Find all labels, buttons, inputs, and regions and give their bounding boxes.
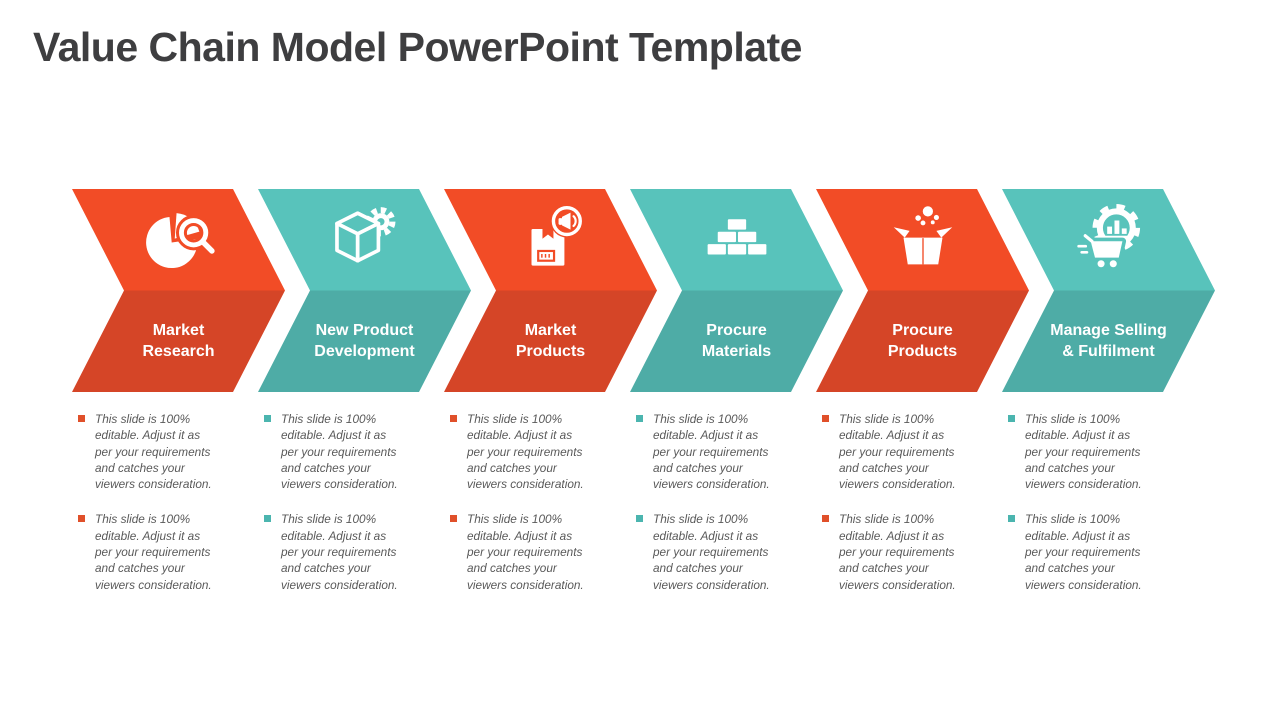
- step-label: Market Research: [142, 321, 215, 361]
- note-item: This slide is 100% editable. Adjust it a…: [264, 511, 432, 592]
- note-item: This slide is 100% editable. Adjust it a…: [822, 411, 990, 492]
- chevron-procure-materials: Procure Materials: [630, 189, 843, 392]
- note-text: This slide is 100% editable. Adjust it a…: [467, 412, 584, 492]
- step-label: Procure Materials: [701, 321, 772, 361]
- bricks-icon: [630, 199, 843, 281]
- note-text: This slide is 100% editable. Adjust it a…: [839, 512, 956, 592]
- notes-column-new-product-development: This slide is 100% editable. Adjust it a…: [264, 411, 432, 612]
- note-text: This slide is 100% editable. Adjust it a…: [281, 512, 398, 592]
- note-text: This slide is 100% editable. Adjust it a…: [281, 412, 398, 492]
- note-item: This slide is 100% editable. Adjust it a…: [78, 511, 246, 592]
- gear-chart-cart-icon: [1002, 199, 1215, 281]
- bullet-square-icon: [636, 415, 643, 422]
- note-item: This slide is 100% editable. Adjust it a…: [1008, 411, 1176, 492]
- step-label: Procure Products: [887, 321, 958, 361]
- notes-column-procure-products: This slide is 100% editable. Adjust it a…: [822, 411, 990, 612]
- bullet-square-icon: [264, 415, 271, 422]
- package-megaphone-icon: [444, 199, 657, 281]
- pie-chart-search-icon: [72, 199, 285, 281]
- step-label: New Product Development: [314, 321, 415, 361]
- chevron-procure-products: Procure Products: [816, 189, 1029, 392]
- note-item: This slide is 100% editable. Adjust it a…: [1008, 511, 1176, 592]
- note-text: This slide is 100% editable. Adjust it a…: [1025, 512, 1142, 592]
- notes-column-market-products: This slide is 100% editable. Adjust it a…: [450, 411, 618, 612]
- step-label: Market Products: [515, 321, 586, 361]
- bullet-square-icon: [636, 515, 643, 523]
- bullet-square-icon: [1008, 415, 1015, 422]
- bullet-square-icon: [78, 415, 85, 422]
- bullet-square-icon: [822, 515, 829, 523]
- notes-column-procure-materials: This slide is 100% editable. Adjust it a…: [636, 411, 804, 612]
- note-text: This slide is 100% editable. Adjust it a…: [467, 512, 584, 592]
- cube-gear-icon: [258, 199, 471, 281]
- open-box-icon: [816, 199, 1029, 281]
- note-item: This slide is 100% editable. Adjust it a…: [636, 511, 804, 592]
- chevron-market-research: Market Research: [72, 189, 285, 392]
- bullet-square-icon: [822, 415, 829, 422]
- step-label: Manage Selling & Fulfilment: [1050, 321, 1167, 361]
- note-item: This slide is 100% editable. Adjust it a…: [450, 411, 618, 492]
- note-item: This slide is 100% editable. Adjust it a…: [822, 511, 990, 592]
- bullet-square-icon: [264, 515, 271, 523]
- note-text: This slide is 100% editable. Adjust it a…: [653, 412, 770, 492]
- note-text: This slide is 100% editable. Adjust it a…: [839, 412, 956, 492]
- note-item: This slide is 100% editable. Adjust it a…: [78, 411, 246, 492]
- bullet-square-icon: [78, 515, 85, 523]
- note-text: This slide is 100% editable. Adjust it a…: [653, 512, 770, 592]
- chevron-manage-selling-fulfilment: Manage Selling & Fulfilment: [1002, 189, 1215, 392]
- note-text: This slide is 100% editable. Adjust it a…: [1025, 412, 1142, 492]
- page-title: Value Chain Model PowerPoint Template: [33, 24, 803, 70]
- bullet-square-icon: [450, 415, 457, 422]
- chevron-new-product-development: New Product Development: [258, 189, 471, 392]
- note-text: This slide is 100% editable. Adjust it a…: [95, 412, 212, 492]
- note-item: This slide is 100% editable. Adjust it a…: [636, 411, 804, 492]
- notes-column-manage-selling: This slide is 100% editable. Adjust it a…: [1008, 411, 1176, 612]
- chevron-market-products: Market Products: [444, 189, 657, 392]
- notes-column-market-research: This slide is 100% editable. Adjust it a…: [78, 411, 246, 612]
- bullet-square-icon: [450, 515, 457, 523]
- note-text: This slide is 100% editable. Adjust it a…: [95, 512, 212, 592]
- note-item: This slide is 100% editable. Adjust it a…: [450, 511, 618, 592]
- bullet-square-icon: [1008, 515, 1015, 523]
- note-item: This slide is 100% editable. Adjust it a…: [264, 411, 432, 492]
